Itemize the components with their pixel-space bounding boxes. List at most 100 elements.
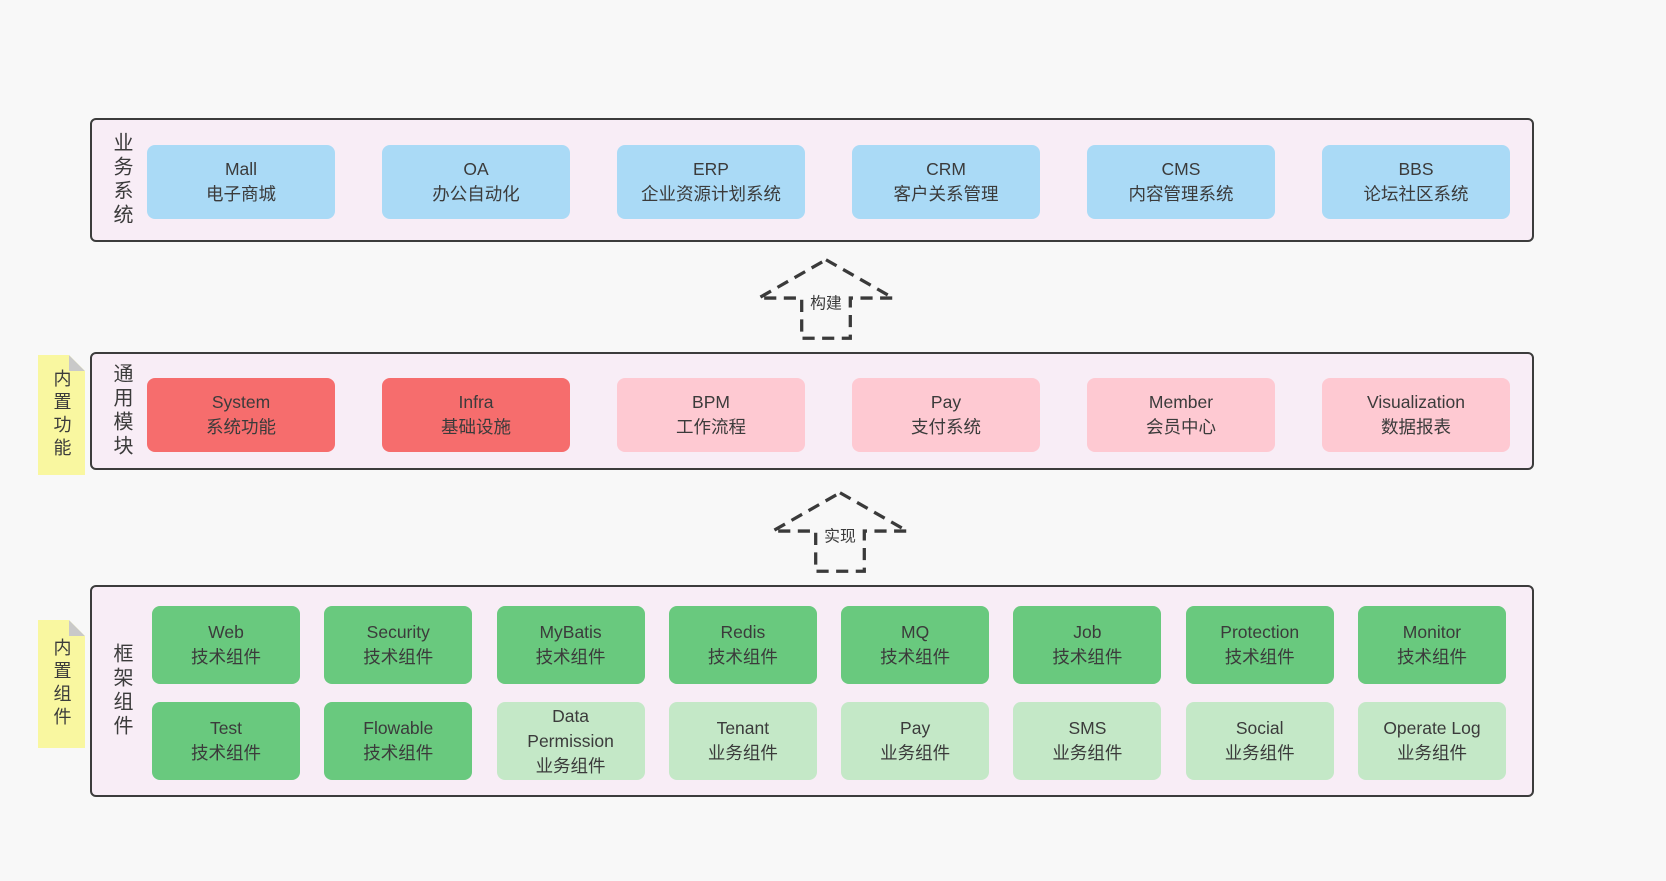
- box-operate-log: Operate Log 业务组件: [1357, 702, 1506, 780]
- box-desc: 业务组件: [1052, 743, 1123, 763]
- box-monitor: Monitor 技术组件: [1357, 606, 1506, 684]
- box-desc: 技术组件: [191, 647, 261, 667]
- box-name: Visualization: [1367, 392, 1465, 412]
- box-name: Web: [208, 622, 244, 642]
- sticky-fold-icon: [69, 620, 85, 636]
- box-name: Test: [209, 718, 243, 738]
- sticky-note-built-in-components: 内置组件: [38, 620, 85, 748]
- box-name: SMS: [1068, 718, 1107, 738]
- box-desc: 企业资源计划系统: [641, 184, 781, 204]
- box-desc: 业务组件: [1396, 743, 1467, 763]
- box-name: Mall: [224, 159, 258, 179]
- box-protection: Protection 技术组件: [1185, 606, 1334, 684]
- box-member: Member 会员中心: [1087, 378, 1275, 452]
- box-pay: Pay 支付系统: [852, 378, 1040, 452]
- box-desc: 技术组件: [363, 647, 434, 667]
- box-name: OA: [463, 159, 489, 179]
- sticky-note-built-in-features: 内置功能: [38, 355, 85, 475]
- build-arrow-label: 构建: [810, 294, 842, 312]
- box-desc: 业务组件: [535, 755, 606, 776]
- box-desc: 技术组件: [363, 743, 434, 763]
- box-desc: 支付系统: [911, 417, 981, 437]
- box-name: Monitor: [1402, 622, 1462, 642]
- box-desc: 技术组件: [535, 647, 606, 667]
- business-systems-row: Mall 电子商城 OA 办公自动化 ERP 企业资源计划系统 CRM 客户关系…: [147, 145, 1510, 219]
- box-desc: 会员中心: [1146, 417, 1216, 437]
- arrow-outline: [752, 257, 900, 340]
- box-desc: 基础设施: [441, 417, 511, 437]
- box-pay-biz: Pay 业务组件: [841, 702, 990, 780]
- box-sms: SMS 业务组件: [1013, 702, 1162, 780]
- sticky-note-text: 内置功能: [51, 369, 72, 461]
- box-name: Redis: [720, 622, 766, 642]
- box-visualization: Visualization 数据报表: [1322, 378, 1510, 452]
- box-bbs: BBS 论坛社区系统: [1322, 145, 1510, 219]
- box-desc: 数据报表: [1381, 417, 1451, 437]
- box-name: Flowable: [363, 718, 434, 738]
- box-web: Web 技术组件: [152, 606, 300, 684]
- box-name: MQ: [901, 622, 930, 642]
- box-system: System 系统功能: [147, 378, 335, 452]
- box-name: System: [211, 392, 271, 412]
- implement-arrow-icon: 实现: [766, 490, 914, 573]
- build-arrow-icon: 构建: [752, 257, 900, 340]
- box-name: MyBatis: [539, 622, 602, 642]
- box-redis: Redis 技术组件: [668, 606, 817, 684]
- box-desc: 系统功能: [206, 417, 276, 437]
- framework-components-row-1: Web 技术组件 Security 技术组件 MyBatis 技术组件 Redi…: [152, 606, 1506, 684]
- business-systems-container: 业务系统 Mall 电子商城 OA 办公自动化 ERP 企业资源计划系统 CRM…: [90, 118, 1534, 242]
- framework-components-row-2: Test 技术组件 Flowable 技术组件 Data Permission …: [152, 702, 1506, 780]
- box-desc: 内容管理系统: [1128, 184, 1234, 204]
- box-desc: 电子商城: [206, 184, 276, 204]
- box-name: Operate Log: [1383, 718, 1481, 738]
- sticky-fold-icon: [69, 355, 85, 371]
- box-infra: Infra 基础设施: [382, 378, 570, 452]
- sticky-note-text: 内置组件: [51, 638, 72, 730]
- box-name: Protection: [1220, 622, 1300, 642]
- box-name: Infra: [458, 392, 494, 412]
- box-mall: Mall 电子商城: [147, 145, 335, 219]
- box-desc: 技术组件: [1052, 647, 1123, 667]
- arrow-label-bg: [817, 523, 863, 547]
- box-desc: 技术组件: [1396, 647, 1467, 667]
- box-desc: 客户关系管理: [893, 184, 999, 204]
- arrow-label-bg: [803, 290, 849, 314]
- box-cms: CMS 内容管理系统: [1087, 145, 1275, 219]
- box-name: Social: [1235, 718, 1284, 738]
- box-social: Social 业务组件: [1185, 702, 1334, 780]
- arrow-outline: [766, 490, 914, 573]
- framework-components-container: 框架组件 Web 技术组件 Security 技术组件 MyBatis 技术组件…: [90, 585, 1534, 797]
- box-erp: ERP 企业资源计划系统: [617, 145, 805, 219]
- common-modules-container: 通用模块 System 系统功能 Infra 基础设施 BPM 工作流程 Pay…: [90, 352, 1534, 470]
- box-name: BPM: [692, 392, 730, 412]
- box-data-permission: Data Permission 业务组件: [496, 702, 645, 780]
- box-tenant: Tenant 业务组件: [668, 702, 817, 780]
- box-job: Job 技术组件: [1013, 606, 1162, 684]
- box-name: Job: [1073, 622, 1102, 642]
- box-name: Pay: [900, 718, 931, 738]
- box-bpm: BPM 工作流程: [617, 378, 805, 452]
- box-desc: 工作流程: [676, 417, 746, 437]
- box-desc: 论坛社区系统: [1363, 184, 1469, 204]
- box-security: Security 技术组件: [324, 606, 473, 684]
- box-desc: 业务组件: [880, 743, 951, 763]
- box-flowable: Flowable 技术组件: [324, 702, 473, 780]
- box-name: CMS: [1161, 159, 1201, 179]
- box-desc: 技术组件: [1224, 647, 1295, 667]
- box-mybatis: MyBatis 技术组件: [496, 606, 645, 684]
- box-oa: OA 办公自动化: [382, 145, 570, 219]
- implement-arrow-label: 实现: [824, 527, 856, 545]
- box-mq: MQ 技术组件: [841, 606, 990, 684]
- box-desc: 技术组件: [880, 647, 951, 667]
- box-test: Test 技术组件: [152, 702, 300, 780]
- business-systems-label: 业务系统: [110, 132, 132, 228]
- box-name: Security: [366, 622, 430, 642]
- box-desc: 技术组件: [707, 647, 778, 667]
- box-desc: 业务组件: [707, 743, 778, 763]
- box-desc: 办公自动化: [432, 184, 520, 204]
- box-name: CRM: [926, 159, 966, 179]
- framework-components-label: 框架组件: [110, 643, 132, 739]
- box-name: Pay: [930, 392, 962, 412]
- box-crm: CRM 客户关系管理: [852, 145, 1040, 219]
- box-name: ERP: [693, 159, 729, 179]
